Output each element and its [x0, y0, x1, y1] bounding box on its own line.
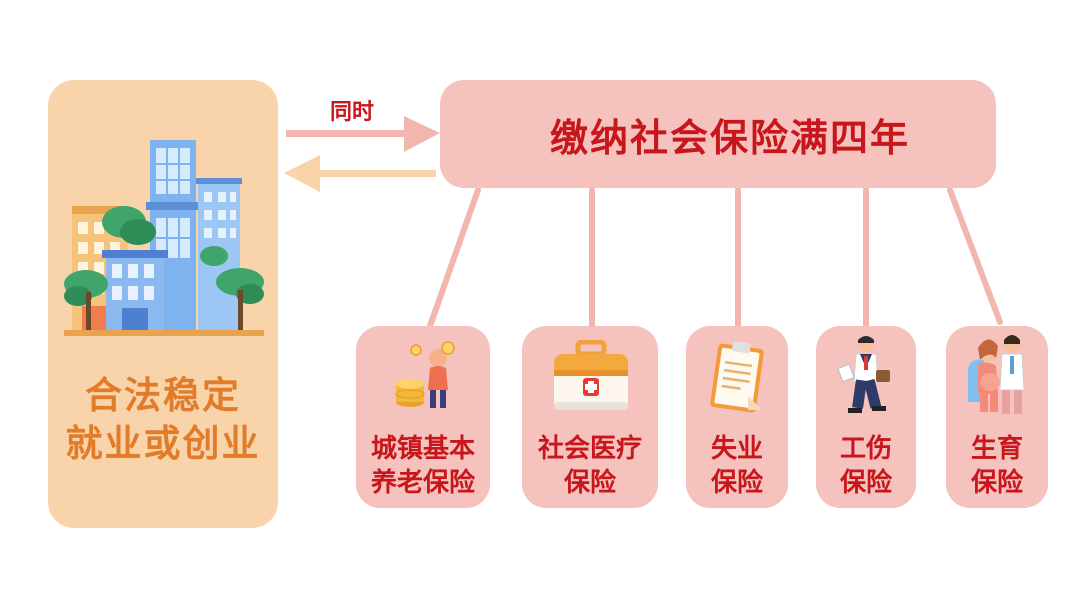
insurance-label-line2: 保险 — [839, 468, 892, 498]
insurance-label: 生育 保险 — [946, 432, 1048, 500]
insurance-label: 社会医疗 保险 — [522, 432, 658, 500]
insurance-label-line2: 保险 — [710, 468, 763, 498]
insurance-label: 失业 保险 — [686, 432, 788, 500]
arrow-right-icon — [286, 116, 440, 152]
insurance-card-unemployment: 失业 保险 — [686, 326, 788, 508]
requirement-text: 缴纳社会保险满四年 — [549, 115, 910, 160]
first-aid-kit-icon — [554, 340, 628, 410]
insurance-label-line2: 保险 — [970, 468, 1023, 498]
insurance-label: 工伤 保险 — [816, 432, 916, 500]
mother-child-icon — [968, 335, 1025, 414]
insurance-card-work-injury: 工伤 保险 — [816, 326, 916, 508]
arrow-left-icon — [284, 155, 436, 192]
insurance-card-pension: 城镇基本 养老保险 — [356, 326, 490, 508]
buildings-illustration-icon — [64, 140, 264, 336]
left-card-line1: 合法稳定 — [85, 374, 241, 417]
insurance-card-medical: 社会医疗 保险 — [522, 326, 658, 508]
left-card-text: 合法稳定 就业或创业 — [48, 372, 278, 468]
insurance-label-line2: 保险 — [563, 468, 616, 498]
clipboard-icon — [710, 341, 764, 413]
insurance-label-line1: 工伤 — [839, 434, 892, 464]
pension-coins-icon — [395, 341, 455, 408]
insurance-label-line1: 失业 — [710, 434, 763, 464]
branch-line — [947, 187, 1003, 325]
insurance-label-line1: 生育 — [970, 434, 1023, 464]
insurance-label-line1: 城镇基本 — [370, 434, 475, 464]
branch-line — [427, 187, 481, 329]
together-label: 同时 — [330, 100, 375, 125]
injured-worker-icon — [838, 336, 890, 413]
insurance-label-line2: 养老保险 — [370, 468, 475, 498]
insurance-card-maternity: 生育 保险 — [946, 326, 1048, 508]
left-card-line2: 就业或创业 — [65, 422, 261, 465]
requirement-box: 缴纳社会保险满四年 — [440, 80, 996, 188]
insurance-label-line1: 社会医疗 — [537, 434, 642, 464]
insurance-label: 城镇基本 养老保险 — [356, 432, 490, 500]
